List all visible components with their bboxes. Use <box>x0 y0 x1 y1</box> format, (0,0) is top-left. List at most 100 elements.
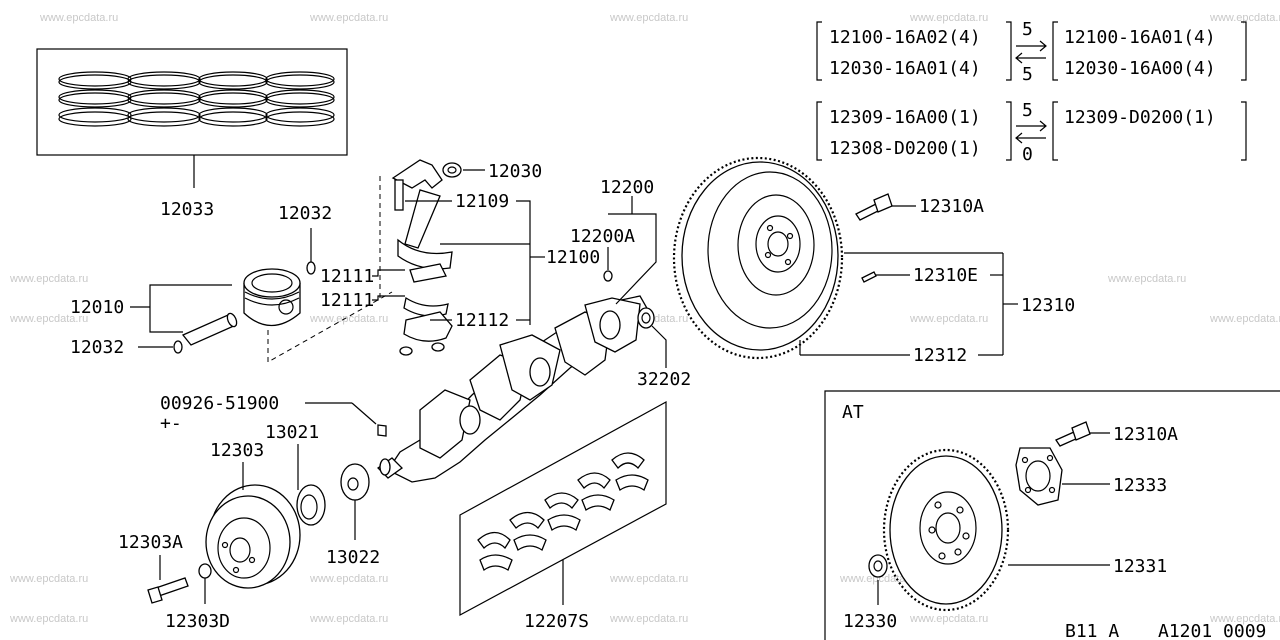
pilot-bushing-drawing <box>637 307 655 329</box>
watermark: www.epcdata.ru <box>839 573 918 585</box>
watermark: www.epcdata.ru <box>609 613 688 625</box>
part-label-12303[interactable]: 12303 <box>210 440 264 461</box>
flywheel-drawing <box>672 156 844 360</box>
watermark: www.epcdata.ru <box>909 313 988 325</box>
spacer-drawing <box>868 554 888 578</box>
watermark: www.epcdata.ru <box>909 613 988 625</box>
leader-bracket <box>516 200 531 325</box>
part-label-12100[interactable]: 12100 <box>546 247 600 268</box>
leader-line <box>651 325 667 368</box>
watermark-layer: www.epcdata.ru www.epcdata.ru www.epcdat… <box>9 12 1280 625</box>
part-label-12303d[interactable]: 12303D <box>165 611 230 632</box>
watermark: www.epcdata.ru <box>609 12 688 24</box>
at-section-frame <box>824 390 1280 640</box>
part-label-12200a[interactable]: 12200A <box>570 226 635 247</box>
supersession-back-code: 0 <box>1022 144 1033 165</box>
drive-plate-bolt-drawing <box>1055 421 1091 447</box>
part-label-12030[interactable]: 12030 <box>488 161 542 182</box>
part-label-12109[interactable]: 12109 <box>455 191 509 212</box>
drive-plate-drawing <box>882 448 1010 612</box>
pulley-bolt-drawing <box>147 563 212 604</box>
part-label-12200[interactable]: 12200 <box>600 177 654 198</box>
watermark: www.epcdata.ru <box>9 613 88 625</box>
watermark: www.epcdata.ru <box>309 313 388 325</box>
leader-line <box>149 284 232 333</box>
ring-set-box <box>36 48 348 156</box>
watermark: www.epcdata.ru <box>1209 12 1280 24</box>
part-label-12310a-at[interactable]: 12310A <box>1113 424 1178 445</box>
part-label-12312[interactable]: 12312 <box>913 345 967 366</box>
reinforcement-plate-drawing <box>1015 447 1063 506</box>
arrow-left-icon <box>1015 132 1046 144</box>
crankshaft-drawing <box>376 295 649 483</box>
bushing-drawing <box>442 162 462 178</box>
part-label-12303a[interactable]: 12303A <box>118 532 183 553</box>
watermark: www.epcdata.ru <box>309 613 388 625</box>
supersession-new-part: 12030-16A00(4) <box>1064 58 1216 79</box>
supersession-back-code: 5 <box>1022 64 1033 85</box>
part-label-12207s[interactable]: 12207S <box>524 611 589 632</box>
part-label-32202[interactable]: 32202 <box>637 369 691 390</box>
watermark: www.epcdata.ru <box>1209 613 1280 625</box>
supersession-new-part: 12100-16A01(4) <box>1064 27 1216 48</box>
part-label-00926-51900[interactable]: 00926-51900 <box>160 393 279 414</box>
plug-drawing <box>377 424 387 437</box>
supersession-old-part: 12308-D0200(1) <box>829 138 981 159</box>
part-label-12310a[interactable]: 12310A <box>919 196 984 217</box>
part-label-12111[interactable]: 12111 <box>320 290 374 311</box>
arrow-right-icon <box>1016 40 1047 52</box>
watermark: www.epcdata.ru <box>909 12 988 24</box>
key-drawing <box>603 270 613 282</box>
supersession-old-part: 12100-16A02(4) <box>829 27 981 48</box>
part-label-13022[interactable]: 13022 <box>326 547 380 568</box>
connecting-rod-drawing <box>391 159 453 356</box>
part-label-12310[interactable]: 12310 <box>1021 295 1075 316</box>
main-bearing-box <box>459 400 667 617</box>
part-label-12330[interactable]: 12330 <box>843 611 897 632</box>
watermark: www.epcdata.ru <box>1107 273 1186 285</box>
snap-ring-drawing <box>173 340 183 354</box>
dowel-pin-drawing <box>861 271 877 283</box>
watermark: www.epcdata.ru <box>9 273 88 285</box>
watermark: www.epcdata.ru <box>309 573 388 585</box>
leader-line <box>351 402 377 425</box>
part-label-12010[interactable]: 12010 <box>70 297 124 318</box>
footer-model-code: B11 A <box>1065 621 1119 640</box>
watermark: www.epcdata.ru <box>9 313 88 325</box>
part-label-12112[interactable]: 12112 <box>455 310 509 331</box>
part-label-12333[interactable]: 12333 <box>1113 475 1167 496</box>
at-section-title: AT <box>842 402 864 423</box>
supersession-forward-code: 5 <box>1022 100 1033 121</box>
supersession-new-part: 12309-D0200(1) <box>1064 107 1216 128</box>
piston-pin-drawing <box>181 312 238 346</box>
arrow-left-icon <box>1015 52 1046 64</box>
alignment-dashed-line <box>267 176 393 363</box>
part-note: +- <box>160 413 182 434</box>
watermark: www.epcdata.ru <box>1209 313 1280 325</box>
part-label-13021[interactable]: 13021 <box>265 422 319 443</box>
part-label-12032[interactable]: 12032 <box>70 337 124 358</box>
oil-thrower-drawing <box>340 463 370 501</box>
leader-line <box>372 269 405 277</box>
part-label-12331[interactable]: 12331 <box>1113 556 1167 577</box>
flywheel-bolt-drawing <box>855 193 893 221</box>
snap-ring-drawing <box>306 261 316 275</box>
supersession-old-part: 12309-16A00(1) <box>829 107 981 128</box>
piston-drawing <box>243 268 301 326</box>
main-bearings-drawing <box>477 452 649 572</box>
part-label-12032[interactable]: 12032 <box>278 203 332 224</box>
arrow-right-icon <box>1016 120 1047 132</box>
supersession-forward-code: 5 <box>1022 19 1033 40</box>
piston-ring-set-drawing <box>58 71 335 127</box>
part-label-12111[interactable]: 12111 <box>320 266 374 287</box>
supersession-old-part: 12030-16A01(4) <box>829 58 981 79</box>
supersession-group-1: 12100-16A02(4) 12030-16A01(4) 5 5 12100-… <box>816 19 1247 85</box>
supersession-group-2: 12309-16A00(1) 12308-D0200(1) 5 0 12309-… <box>816 100 1247 165</box>
part-label-12033[interactable]: 12033 <box>160 199 214 220</box>
part-label-12310e[interactable]: 12310E <box>913 265 978 286</box>
footer-figure-code: A1201 0009 <box>1158 621 1266 640</box>
watermark: www.epcdata.ru <box>609 573 688 585</box>
crank-sprocket-drawing <box>296 484 326 526</box>
